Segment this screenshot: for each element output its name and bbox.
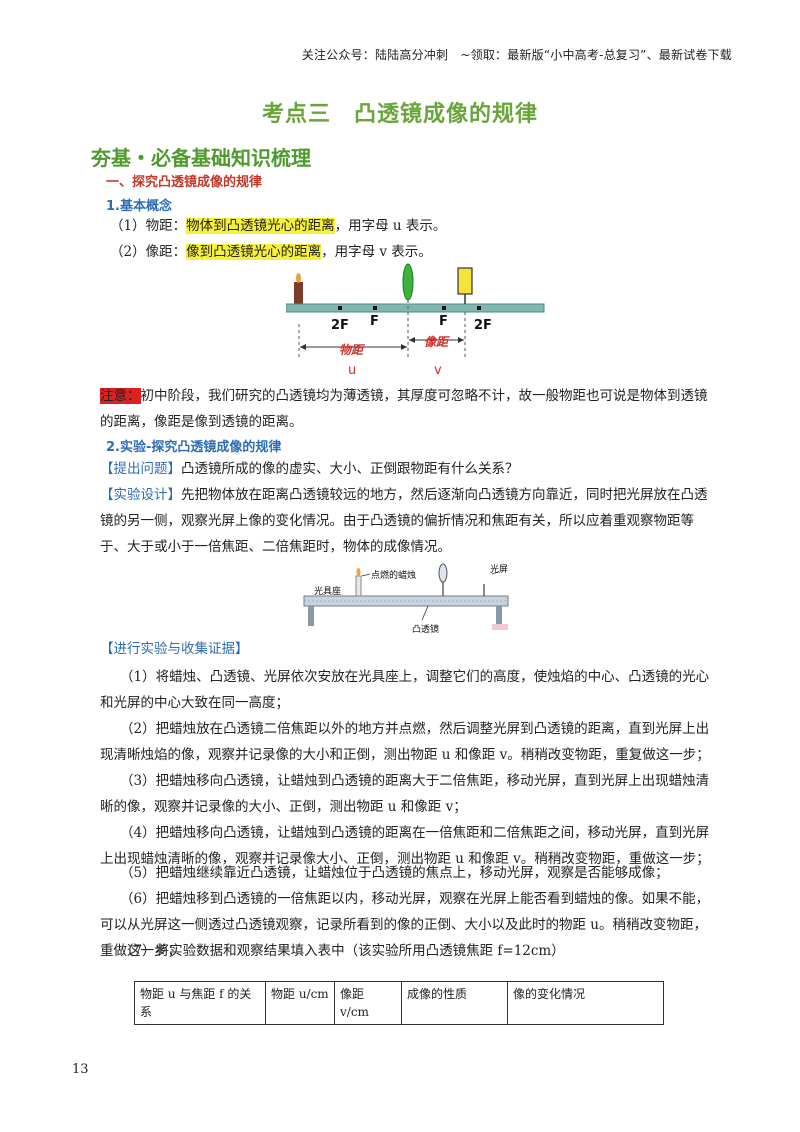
point-2f-right (477, 306, 481, 310)
step-6: （6）把蜡烛移到凸透镜的一倍焦距以内，移动光屏，观察在光屏上能否看到蜡烛的像。如… (100, 891, 710, 959)
optical-bench-diagram: 点燃的蜡烛 光屏 光具座 凸透镜 (303, 563, 509, 635)
step-7: （7）将实验数据和观察结果填入表中（该实验所用凸透镜焦距 f=12cm） (120, 943, 565, 959)
concept-image-distance: （2）像距：像到凸透镜光心的距离，用字母 v 表示。 (110, 240, 432, 264)
lens-icon (438, 563, 448, 583)
label-lens: 凸透镜 (412, 623, 439, 635)
table-header-cell: 像的变化情况 (507, 981, 664, 1025)
label-image-distance: 像距 (424, 335, 450, 349)
concept2-suffix: ，用字母 v 表示。 (321, 244, 432, 260)
lens-icon (402, 263, 414, 301)
design-text: 先把物体放在距离凸透镜较远的地方，然后逐渐向凸透镜方向靠近，同时把光屏放在凸透镜… (100, 487, 708, 555)
label-object-distance: 物距 (339, 343, 365, 357)
candle-icon (355, 575, 362, 597)
note-paragraph: 注意：初中阶段，我们研究的凸透镜均为薄透镜，其厚度可忽略不计，故一般物距也可说是… (100, 383, 712, 435)
label-2f-right: 2F (474, 318, 492, 333)
step-4: （4）把蜡烛移向凸透镜，让蜡烛到凸透镜的距离在一倍焦距和二倍焦距之间，移动光屏，… (100, 825, 710, 867)
concept1-suffix: ，用字母 u 表示。 (334, 218, 447, 234)
note-tag: 注意： (100, 388, 141, 404)
step-5: （5）把蜡烛继续靠近凸透镜，让蜡烛位于凸透镜的焦点上，移动光屏，观察是否能够成像… (120, 865, 669, 881)
optical-bench (286, 303, 545, 313)
page-number: 13 (72, 1062, 89, 1077)
question-paragraph: 【提出问题】凸透镜所成的像的虚实、大小、正倒跟物距有什么关系？ (100, 456, 712, 482)
label-v: v (434, 363, 442, 378)
point-f-left (373, 306, 377, 310)
label-f-left: F (370, 314, 379, 329)
step-2: （2）把蜡烛放在凸透镜二倍焦距以外的地方并点燃，然后调整光屏到凸透镜的距离，直到… (100, 721, 710, 763)
part1-heading: 一、探究凸透镜成像的规律 (106, 175, 263, 190)
concept1-prefix: （1）物距： (110, 218, 187, 234)
sub1-heading: 1.基本概念 (106, 199, 172, 214)
procedure-tag: 【进行实验与收集证据】 (100, 641, 249, 657)
question-text: 凸透镜所成的像的虚实、大小、正倒跟物距有什么关系？ (181, 461, 519, 477)
table-header-cell: 物距 u 与焦距 f 的关系 (134, 981, 266, 1025)
page-title: 考点三 凸透镜成像的规律 (261, 102, 538, 127)
step-3: （3）把蜡烛移向凸透镜，让蜡烛到凸透镜的距离大于二倍焦距，移动光屏，直到光屏上出… (100, 773, 710, 815)
lens-distance-diagram: 2F F F 2F 物距 u 像距 v (286, 263, 545, 378)
table-header-row: 物距 u 与焦距 f 的关系 物距 u/cm 像距 v/cm 成像的性质 像的变… (134, 981, 664, 1025)
candle-icon (294, 282, 303, 304)
label-f-right: F (439, 314, 448, 329)
point-2f-left (338, 306, 342, 310)
section-title: 夯基・必备基础知识梳理 (91, 146, 311, 170)
label-bench: 光具座 (314, 585, 341, 597)
step-1: （1）将蜡烛、凸透镜、光屏依次安放在光具座上，调整它们的高度，使烛焰的中心、凸透… (100, 669, 710, 711)
design-tag: 【实验设计】 (100, 487, 181, 503)
table-header-cell: 像距 v/cm (334, 981, 402, 1025)
point-f-right (442, 306, 446, 310)
table-header-cell: 成像的性质 (401, 981, 508, 1025)
concept1-highlight: 物体到凸透镜光心的距离 (186, 218, 335, 234)
concept2-prefix: （2）像距： (110, 244, 187, 260)
concept-object-distance: （1）物距：物体到凸透镜光心的距离，用字母 u 表示。 (110, 214, 446, 238)
table-header-cell: 物距 u/cm (265, 981, 335, 1025)
concept2-highlight: 像到凸透镜光心的距离 (186, 244, 322, 260)
label-u: u (348, 363, 356, 378)
data-table: 物距 u 与焦距 f 的关系 物距 u/cm 像距 v/cm 成像的性质 像的变… (134, 981, 664, 1025)
header-note: 关注公众号：陆陆高分冲刺 ~领取：最新版“小中高考-总复习”、最新试卷下载 (301, 48, 732, 62)
label-candle: 点燃的蜡烛 (371, 569, 416, 581)
question-tag: 【提出问题】 (100, 461, 181, 477)
label-screen: 光屏 (490, 563, 508, 575)
note-text: 初中阶段，我们研究的凸透镜均为薄透镜，其厚度可忽略不计，故一般物距也可说是物体到… (100, 388, 708, 430)
design-paragraph: 【实验设计】先把物体放在距离凸透镜较远的地方，然后逐渐向凸透镜方向靠近，同时把光… (100, 482, 712, 560)
sub2-heading: 2.实验-探究凸透镜成像的规律 (106, 440, 282, 455)
screen-icon (457, 267, 473, 295)
label-2f-left: 2F (331, 318, 349, 333)
